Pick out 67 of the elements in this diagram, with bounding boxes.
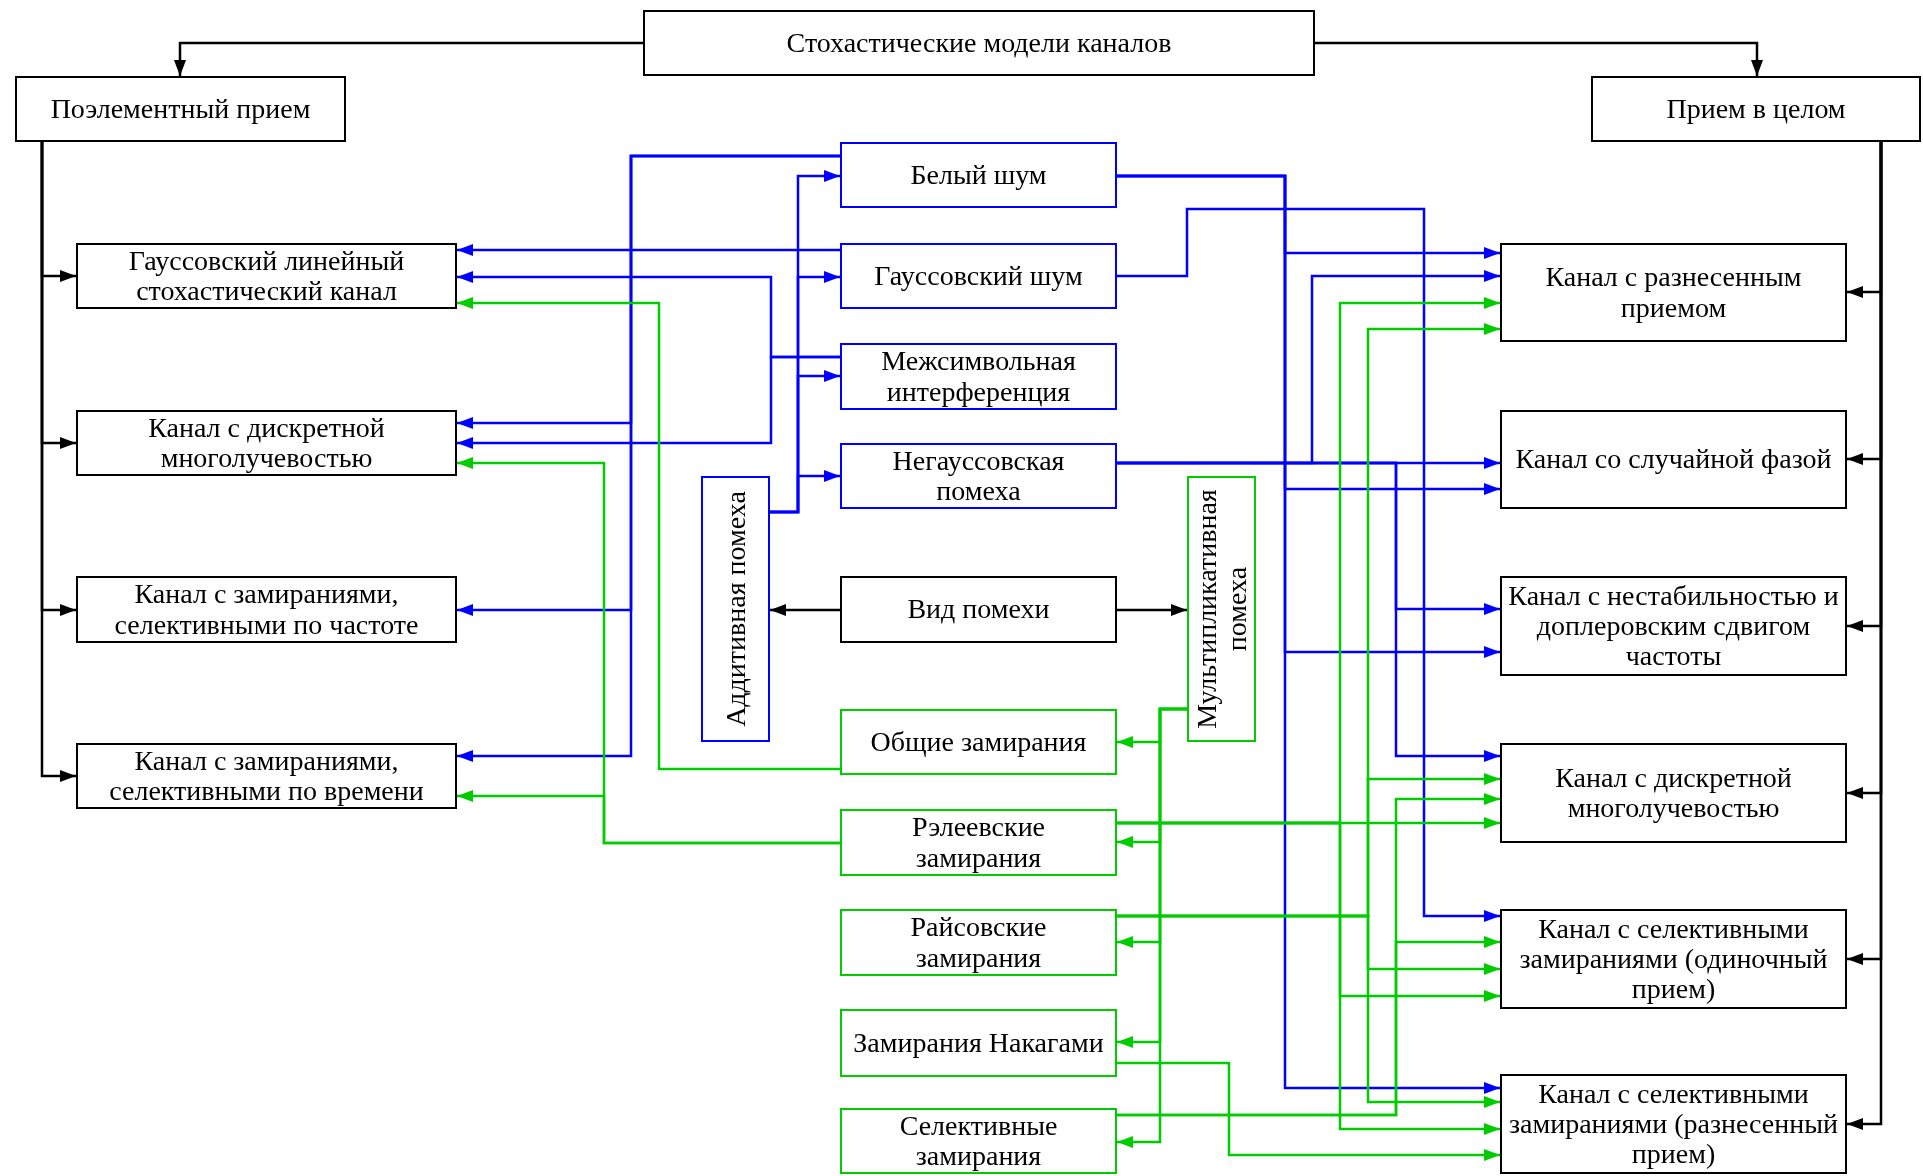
connector-arrow (1117, 207, 1500, 922)
node-label: Замирания Накагами (853, 1027, 1104, 1059)
node-label: Райсовские замирания (909, 912, 1048, 973)
connector-arrow (457, 154, 840, 762)
connector-arrow (457, 244, 840, 256)
process-box (840, 909, 1117, 976)
process-box (840, 1108, 1117, 1174)
process-box (840, 709, 1117, 775)
connector-arrow (770, 470, 840, 514)
node-label: Канал с замираниями, селективными по времени (108, 745, 425, 807)
node-label: Стохастические модели каналов (786, 27, 1172, 59)
node-label: Канал с селективными замираниями (разнесенный прием) (1508, 1078, 1839, 1170)
connector-arrow (1117, 936, 1500, 1117)
process-box (1187, 476, 1256, 742)
process-box (840, 576, 1117, 643)
process-box (840, 809, 1117, 876)
process-box (1500, 743, 1847, 843)
node-label: Поэлементный прием (50, 93, 311, 125)
node-label: Гауссовский линейный стохастический канал (127, 245, 406, 307)
connector-arrow (1315, 41, 1763, 76)
connector-arrow (174, 41, 643, 76)
connector-arrow (1117, 914, 1500, 1108)
node-label: Гауссовский шум (874, 260, 1083, 292)
process-box (1591, 76, 1921, 142)
node-label: Канал с разнесенным приемом (1544, 262, 1803, 323)
process-box (1500, 909, 1847, 1009)
connector-arrow (40, 142, 76, 782)
connector-arrow (1117, 174, 1500, 1094)
process-box (15, 76, 346, 142)
node-label: Канал с селективными замираниями (одиночный прием) (1518, 913, 1829, 1005)
connector-arrow (770, 604, 840, 616)
process-box (840, 243, 1117, 309)
process-box (76, 243, 457, 309)
connector-arrow (457, 355, 840, 449)
node-label: Общие замирания (870, 726, 1087, 758)
connector-arrow (1117, 604, 1187, 616)
process-box (76, 576, 457, 643)
node-label: Вид помехи (907, 594, 1050, 625)
process-box (643, 10, 1315, 76)
node-label: Канал с дискретной многолучевостью (1554, 762, 1793, 824)
node-label: Негауссовская помеха (891, 445, 1066, 507)
node-label: Белый шум (910, 159, 1047, 191)
node-label: Канал со случайной фазой (1515, 444, 1832, 475)
process-box (840, 343, 1117, 410)
node-label: Канал с нестабильностью и доплеровским сдвигом частоты (1508, 580, 1839, 672)
node-label: Канал с дискретной многолучевостью (147, 412, 386, 474)
process-box (76, 743, 457, 809)
process-box (840, 1009, 1117, 1077)
process-box (840, 142, 1117, 208)
node-label: Рэлеевские замирания (910, 812, 1047, 873)
process-box (1500, 410, 1847, 509)
process-box (840, 443, 1117, 509)
connector-arrow (1117, 1061, 1500, 1161)
connector-arrow (1117, 707, 1187, 1148)
connector-arrow (1847, 142, 1883, 1130)
process-box (701, 476, 770, 742)
process-box (76, 410, 457, 476)
node-label: Аддитивная помеха (720, 490, 751, 729)
node-label: Селективные замирания (898, 1110, 1059, 1172)
process-box (1500, 243, 1847, 342)
node-label: Межсимвольная интерференция (880, 346, 1077, 407)
connector-arrow (457, 297, 840, 771)
node-label: Прием в целом (1666, 93, 1846, 125)
connector-arrow (1117, 461, 1500, 762)
node-label: Канал с замираниями, селективными по частоте (113, 579, 420, 640)
connector-arrow (457, 790, 840, 845)
node-label: Мультипликативная помеха (1191, 488, 1252, 731)
